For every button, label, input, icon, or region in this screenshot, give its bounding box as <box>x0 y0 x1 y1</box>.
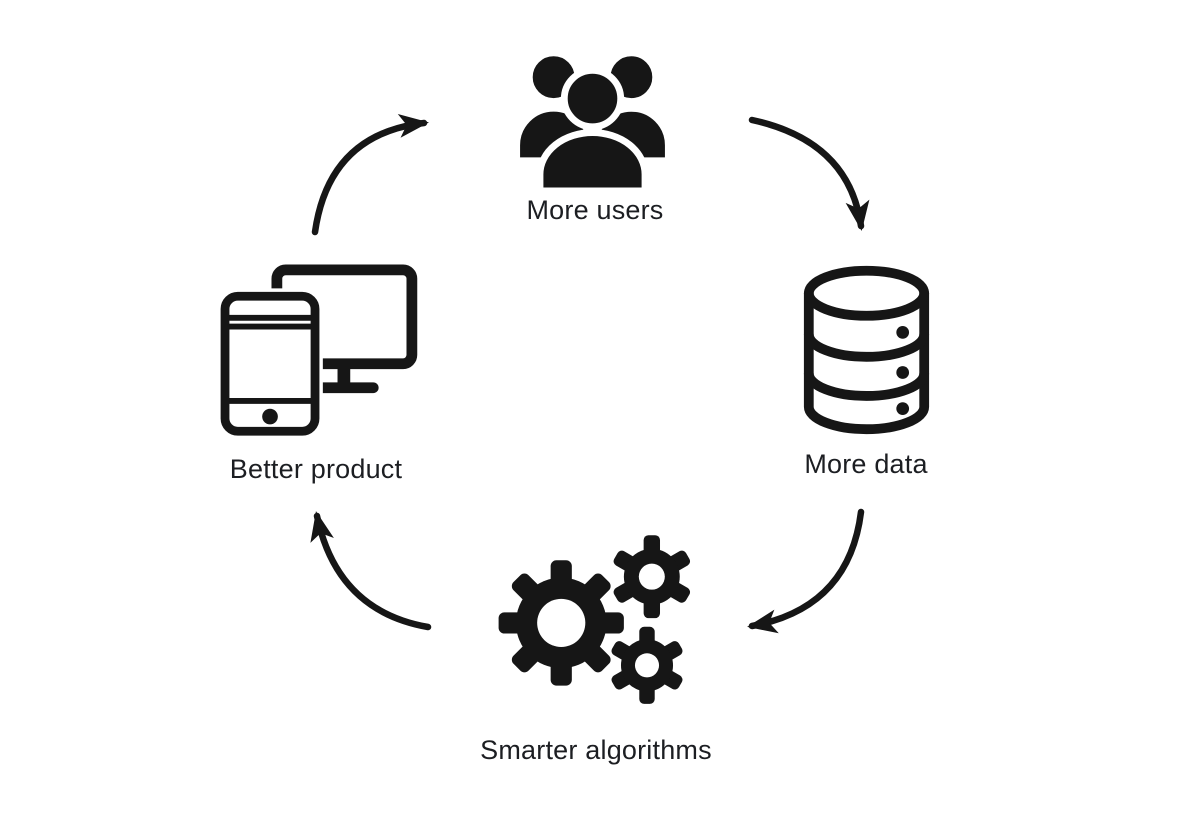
devices-icon <box>217 264 418 440</box>
gears-icon <box>498 535 691 704</box>
arrow-algorithms-to-product <box>310 511 432 631</box>
node-more-data <box>793 260 940 438</box>
node-label-smarter-algorithms: Smarter algorithms <box>480 735 712 765</box>
node-smarter-algorithms <box>488 528 700 714</box>
arrow-users-to-data <box>748 116 870 231</box>
database-icon <box>803 265 930 435</box>
node-label-more-data: More data <box>804 449 928 479</box>
node-label-better-product: Better product <box>229 454 403 484</box>
arrow-data-to-algorithms <box>747 508 865 634</box>
users-group-icon <box>513 49 672 192</box>
node-label-more-users: More users <box>526 195 664 225</box>
node-more-users <box>505 44 680 192</box>
arrow-product-to-users <box>311 113 429 236</box>
node-better-product <box>212 262 420 442</box>
